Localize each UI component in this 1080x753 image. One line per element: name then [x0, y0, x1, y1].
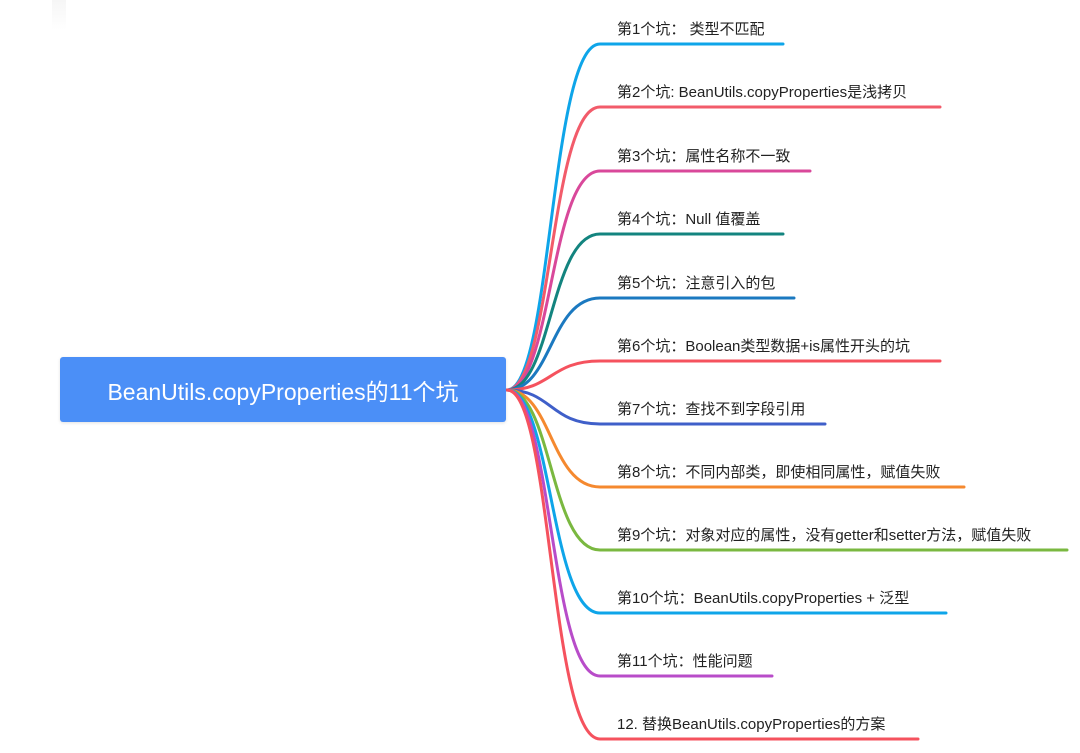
- connector-8: [505, 388, 966, 489]
- topic-node-1[interactable]: 第1个坑： 类型不匹配: [617, 21, 765, 38]
- topic-node-2[interactable]: 第2个坑: BeanUtils.copyProperties是浅拷贝: [617, 84, 908, 101]
- topic-node-4[interactable]: 第4个坑：Null 值覆盖: [617, 211, 761, 228]
- connector-1: [505, 42, 785, 392]
- connector-9: [505, 388, 1069, 552]
- topic-node-11[interactable]: 第11个坑：性能问题: [617, 653, 753, 670]
- topic-node-6[interactable]: 第6个坑：Boolean类型数据+is属性开头的坑: [617, 338, 910, 355]
- connector-6: [505, 359, 942, 392]
- root-node[interactable]: BeanUtils.copyProperties的11个坑: [60, 357, 506, 422]
- root-node-label: BeanUtils.copyProperties的11个坑: [107, 378, 459, 405]
- connector-3: [505, 169, 812, 392]
- topic-node-10[interactable]: 第10个坑：BeanUtils.copyProperties + 泛型: [617, 590, 910, 607]
- topic-node-3[interactable]: 第3个坑：属性名称不一致: [617, 148, 791, 165]
- topic-node-5[interactable]: 第5个坑：注意引入的包: [617, 275, 776, 292]
- connector-12: [505, 388, 920, 741]
- topic-node-7[interactable]: 第7个坑：查找不到字段引用: [617, 401, 806, 418]
- topic-node-8[interactable]: 第8个坑：不同内部类，即使相同属性，赋值失败: [617, 464, 941, 481]
- faint-artifact: [52, 0, 66, 30]
- connector-5: [505, 296, 796, 392]
- connector-4: [505, 232, 785, 392]
- topic-node-9[interactable]: 第9个坑：对象对应的属性，没有getter和setter方法，赋值失败: [617, 527, 1032, 544]
- connector-2: [505, 105, 942, 392]
- connector-7: [505, 388, 827, 426]
- topic-node-12[interactable]: 12. 替换BeanUtils.copyProperties的方案: [617, 716, 886, 733]
